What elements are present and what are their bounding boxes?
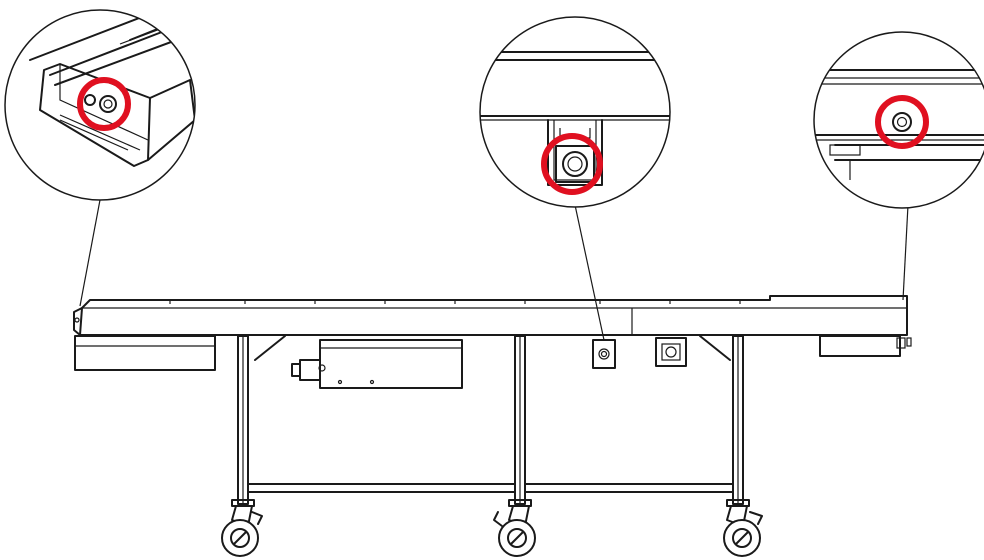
drawing-stroke [29, 10, 195, 167]
lower-rail-left [247, 483, 516, 493]
caster-left [221, 505, 263, 557]
drawing-stroke [813, 31, 984, 209]
drawing-stroke [74, 317, 80, 323]
drawing-stroke [829, 144, 861, 156]
right-cover-box [819, 335, 901, 357]
callout-center-bracket-bolt [479, 16, 671, 208]
drawing-stroke [251, 511, 263, 525]
casters [221, 505, 763, 557]
drawing-stroke [600, 350, 608, 358]
highlight-ring-right [875, 95, 929, 149]
lower-rail-right [524, 483, 734, 493]
drawing-stroke [479, 16, 671, 208]
legs [237, 335, 744, 505]
drawing-stroke [896, 116, 908, 128]
drawing-stroke [493, 511, 503, 527]
center-bracket [592, 339, 616, 369]
drawing-stroke [369, 379, 375, 385]
drawing-stroke [318, 364, 326, 372]
drawing-stroke [749, 511, 763, 525]
leader-line-right [902, 204, 909, 301]
conveyor-belt [79, 295, 908, 336]
drawing-stroke [735, 531, 749, 545]
drawing-stroke [507, 528, 527, 548]
drawing-stroke [661, 343, 681, 361]
drawing-stroke [555, 145, 595, 183]
drawing-stroke [291, 363, 301, 377]
drawing-stroke [29, 10, 161, 61]
drawing-stroke [59, 119, 129, 151]
drawing-stroke [567, 156, 583, 172]
leader-line-left [79, 199, 101, 307]
drawing-stroke [480, 51, 670, 186]
gear-motor [299, 359, 321, 381]
drawing-stroke [906, 337, 912, 347]
drawing-stroke [59, 114, 141, 151]
drawing-stroke [233, 531, 247, 545]
callout-left-end-bolt [4, 9, 196, 201]
drawing-stroke [510, 531, 524, 545]
left-cover-box [74, 335, 216, 371]
drawing-stroke [254, 335, 286, 361]
drawing-stroke [896, 337, 906, 349]
drawing-stroke [54, 34, 191, 86]
drawing-stroke [99, 95, 117, 113]
drawing-stroke [230, 528, 250, 548]
drawing-stroke [892, 112, 912, 132]
highlight-ring-center [541, 133, 603, 195]
leader-lines [79, 199, 909, 341]
drawing-stroke [699, 335, 731, 361]
drawing-stroke [84, 94, 96, 106]
drawing-stroke [814, 69, 984, 180]
callout-right-end-bolt [813, 31, 984, 209]
drawing-stroke [147, 79, 195, 161]
highlight-ring-left [77, 77, 131, 131]
drawing-stroke [562, 151, 588, 177]
caster-center [493, 505, 536, 557]
junction-box [655, 337, 687, 367]
drawing-stroke [169, 300, 741, 304]
drawing-stroke [73, 307, 83, 336]
drawing-stroke [508, 499, 532, 507]
leader-line-center [574, 204, 605, 341]
caster-right [723, 505, 763, 557]
drawing-stroke [49, 24, 181, 76]
drawing-stroke [665, 346, 677, 358]
drawing-stroke [337, 379, 343, 385]
drawing-stroke [732, 528, 752, 548]
conveyor-frame [73, 295, 912, 507]
drawing-stroke [103, 99, 113, 109]
drawing-stroke [726, 499, 750, 507]
drawing-stroke [231, 499, 255, 507]
drawing-stroke [598, 348, 610, 360]
